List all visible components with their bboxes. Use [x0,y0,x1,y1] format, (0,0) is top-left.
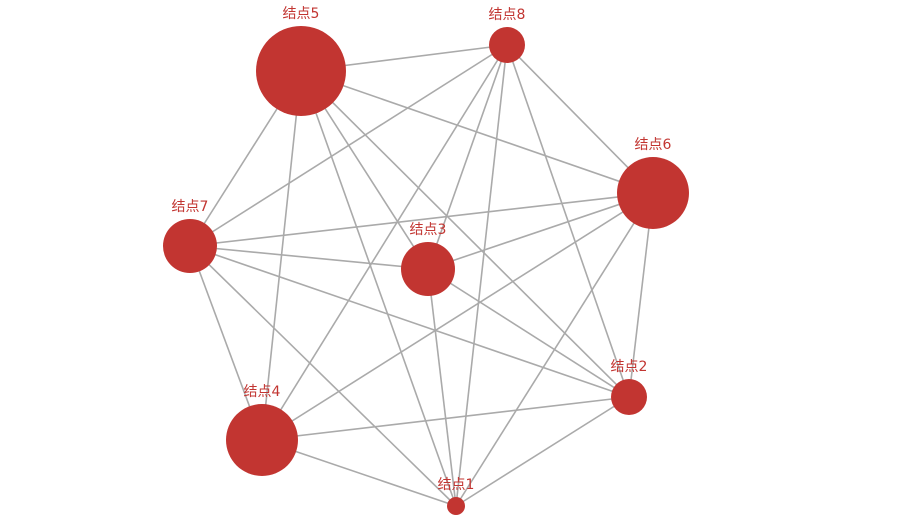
edge-6-3 [427,192,654,270]
edge-6-4 [261,192,654,441]
node-3[interactable]: 结点3 [401,222,455,296]
node-7[interactable]: 结点7 [163,199,217,273]
node-6-circle[interactable] [617,157,689,229]
edge-7-2 [189,245,630,398]
edge-3-1 [427,268,457,507]
node-7-circle[interactable] [163,219,217,273]
node-4[interactable]: 结点4 [226,384,298,476]
node-8-circle[interactable] [489,27,525,63]
node-3-circle[interactable] [401,242,455,296]
node-5-circle[interactable] [256,26,346,116]
edges-layer [189,44,654,507]
node-2-label: 结点2 [611,359,648,375]
node-6[interactable]: 结点6 [617,137,689,229]
node-1-circle[interactable] [447,497,465,515]
edge-3-2 [427,268,630,398]
edge-5-2 [300,70,630,398]
node-3-label: 结点3 [410,222,447,238]
node-1[interactable]: 结点1 [438,477,475,515]
node-5-label: 结点5 [283,6,320,22]
edge-1-2 [455,396,630,507]
edge-7-3 [189,245,429,270]
edge-8-3 [427,44,508,270]
node-8-label: 结点8 [489,7,526,23]
edge-8-7 [189,44,508,247]
node-4-circle[interactable] [226,404,298,476]
node-8[interactable]: 结点8 [489,7,526,63]
edge-4-2 [261,396,630,441]
node-5[interactable]: 结点5 [256,6,346,116]
edge-5-1 [300,70,457,507]
edge-7-1 [189,245,457,507]
node-6-label: 结点6 [635,137,672,153]
edge-8-4 [261,44,508,441]
edge-6-7 [189,192,654,247]
node-4-label: 结点4 [244,384,281,400]
node-2-circle[interactable] [611,379,647,415]
edge-8-1 [455,44,508,507]
node-2[interactable]: 结点2 [611,359,648,415]
node-1-label: 结点1 [438,477,475,493]
node-7-label: 结点7 [172,199,209,215]
nodes-layer: 结点1 结点2 结点3 结点4 结点5 结点6 结点7 结点8 [163,6,689,515]
